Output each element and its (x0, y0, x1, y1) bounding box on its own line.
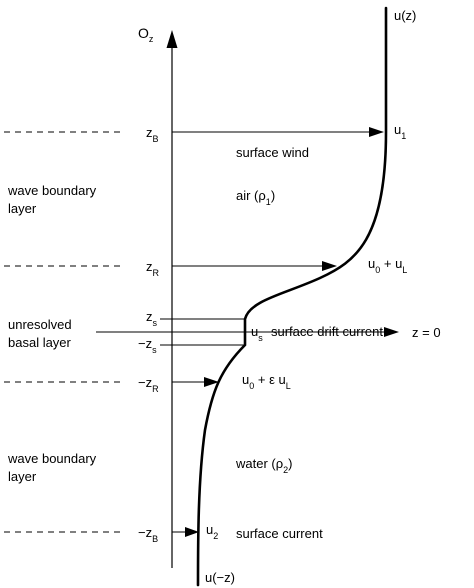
arrow-u0-eps-head (204, 377, 219, 387)
surface-drift-current-label: surface drift current (271, 324, 383, 339)
water-label: water (ρ2) (235, 456, 292, 475)
lower-boundary-layer-label-line1: wave boundary (7, 451, 97, 466)
velocity-label-u0-plus-uL: u0 + uL (368, 256, 407, 275)
level-label-zB: zB (146, 125, 159, 144)
upper-boundary-layer-label-line1: wave boundary (7, 183, 97, 198)
velocity-profile-curve (196, 6, 388, 587)
arrow-z0-head (384, 327, 399, 337)
level-label-neg-zs: −zs (138, 336, 157, 355)
velocity-label-us: us (251, 324, 263, 343)
interface-label-z0: z = 0 (412, 325, 441, 340)
profile-top-label: u(z) (394, 8, 416, 23)
velocity-label-u2: u2 (206, 522, 218, 541)
lower-boundary-layer-label-line2: layer (8, 469, 37, 484)
vertical-axis-arrowhead (166, 30, 178, 48)
level-label-neg-zR: −zR (138, 375, 159, 394)
basal-layer-label-line2: basal layer (8, 335, 72, 350)
upper-boundary-layer-label-line2: layer (8, 201, 37, 216)
profile-bottom-label: u(−z) (205, 570, 235, 585)
surface-current-label: surface current (236, 526, 323, 541)
arrow-u0-uL-head (322, 261, 337, 271)
vertical-axis-label: Oz (138, 25, 154, 44)
arrow-u1-head (369, 127, 384, 137)
level-label-neg-zB: −zB (138, 525, 158, 544)
velocity-label-u0-eps-uL: u0 + ε uL (242, 372, 291, 391)
arrow-u2-head (185, 527, 199, 537)
velocity-label-u1: u1 (394, 122, 406, 141)
basal-layer-label-line1: unresolved (8, 317, 72, 332)
air-label: air (ρ1) (236, 188, 275, 207)
level-label-zR: zR (146, 259, 160, 278)
surface-wind-label: surface wind (236, 145, 309, 160)
level-label-zs: zs (146, 309, 158, 328)
